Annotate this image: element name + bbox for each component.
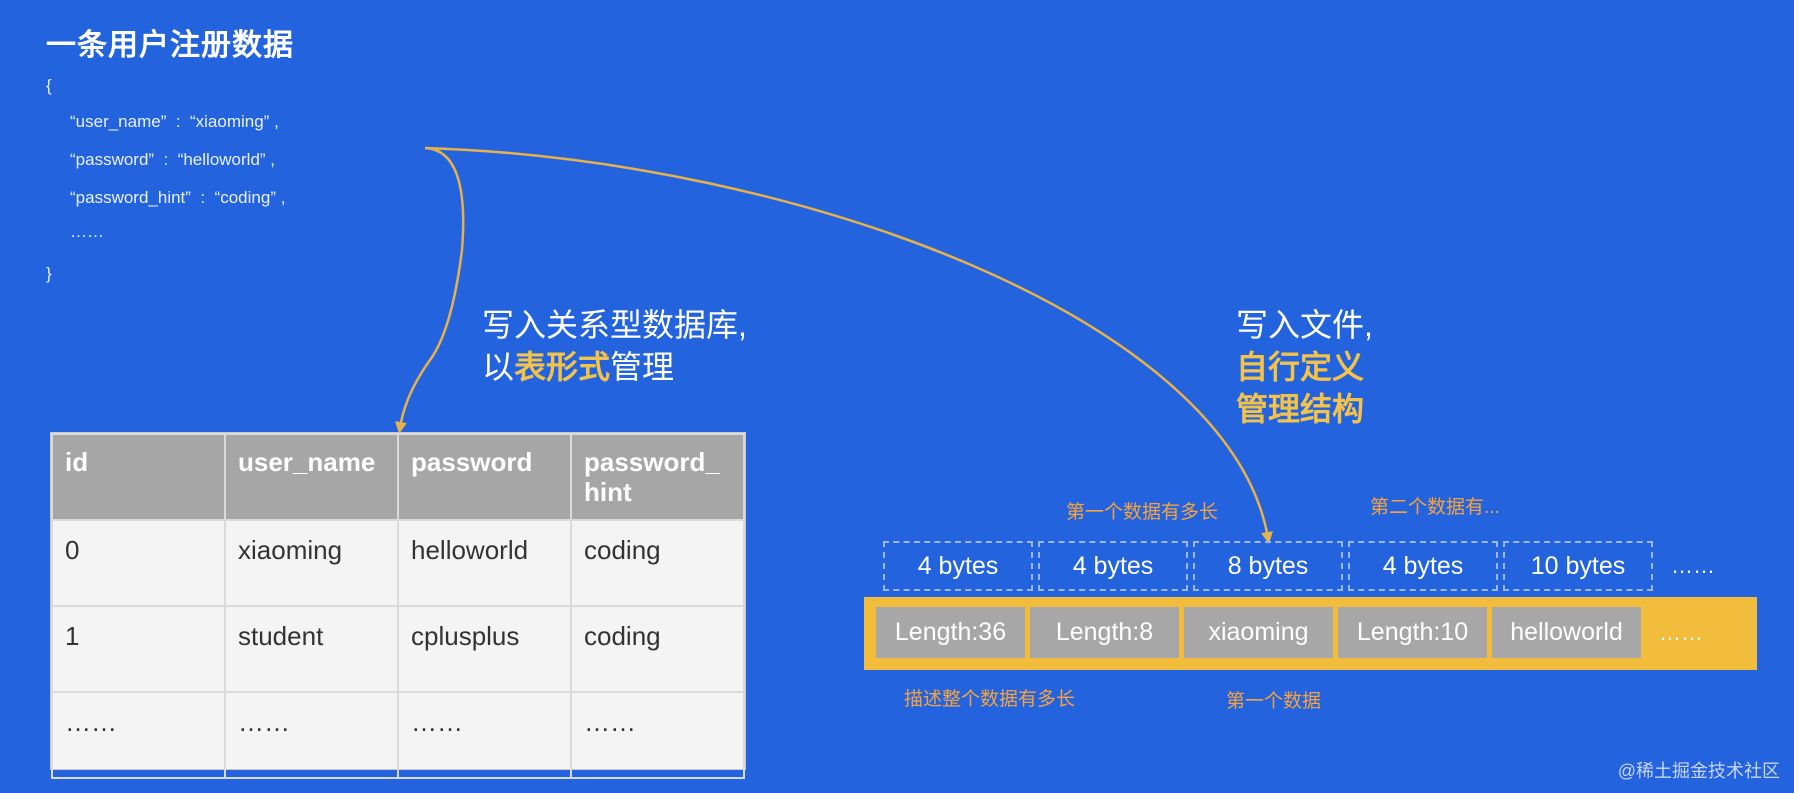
code-open-brace: { [46,76,52,95]
cell-user-name: student [224,605,399,693]
table-row: 0 xiaoming helloworld coding [51,519,745,607]
cell-user-name: xiaoming [224,519,399,607]
byte-size-cell: 4 bytes [1038,541,1188,591]
code-line-user-name: “user_name” : “xiaoming” , [70,112,279,131]
byte-size-cell: 8 bytes [1193,541,1343,591]
caption-relational-pre: 以 [482,349,515,385]
arrow-to-table [394,146,465,434]
header-password: password [397,433,572,521]
code-line-password: “password” : “helloworld” , [70,150,276,169]
cell-password: …… [397,691,572,779]
caption-relational-db: 写入关系型数据库, 以表形式管理 [482,304,747,388]
table-row: …… …… …… …… [51,691,745,779]
watermark: @稀土掘金技术社区 [1617,761,1780,781]
cell-id: 0 [51,519,226,607]
caption-relational-highlight: 表形式 [514,349,611,385]
caption-relational-post: 管理 [610,349,675,385]
cell-password-hint: coding [570,519,745,607]
data-cell: helloworld [1492,607,1641,658]
user-table-grid: id user_name password password_ hint 0 x… [51,433,745,779]
data-cell: Length:8 [1030,607,1179,658]
byte-size-cell: 4 bytes [883,541,1033,591]
code-line-ellipsis: …… [70,222,104,241]
header-user-name: user_name [224,433,399,521]
data-cell: xiaoming [1184,607,1333,658]
annotation-first-data: 第一个数据 [1226,691,1322,712]
cell-password-hint: …… [570,691,745,779]
annotation-total-length: 描述整个数据有多长 [904,689,1076,710]
cell-password: cplusplus [397,605,572,693]
annotation-first-length: 第一个数据有多长 [1066,502,1219,523]
caption-file: 写入文件, 自行定义 管理结构 [1236,304,1373,430]
header-password-hint: password_ hint [570,433,745,521]
cell-id: 1 [51,605,226,693]
table-row: 1 student cplusplus coding [51,605,745,693]
caption-file-line3: 管理结构 [1236,391,1365,427]
byte-size-cell: 4 bytes [1348,541,1498,591]
page-title: 一条用户注册数据 [46,29,294,62]
caption-file-line1: 写入文件, [1236,307,1373,343]
code-close-brace: } [46,264,52,283]
user-table: id user_name password password_ hint 0 x… [50,432,746,779]
code-line-password-hint: “password_hint” : “coding” , [70,188,286,207]
cell-password: helloworld [397,519,572,607]
byte-size-cell: 10 bytes [1503,541,1653,591]
data-cell: Length:36 [876,607,1025,658]
header-id: id [51,433,226,521]
byte-size-ellipsis: …… [1671,553,1715,578]
data-cell: Length:10 [1338,607,1487,658]
cell-id: …… [51,691,226,779]
caption-relational-line1: 写入关系型数据库, [482,307,747,343]
caption-file-line2: 自行定义 [1236,349,1365,385]
table-header-row: id user_name password password_ hint [51,433,745,521]
byte-sizes-row: 4 bytes 4 bytes 8 bytes 4 bytes 10 bytes… [883,541,1728,591]
data-ellipsis: …… [1659,619,1703,645]
annotation-second-length: 第二个数据有... [1370,497,1500,518]
caption-relational-line2: 以表形式管理 [482,346,747,388]
file-data-strip: Length:36 Length:8 xiaoming Length:10 he… [864,597,1757,670]
cell-user-name: …… [224,691,399,779]
cell-password-hint: coding [570,605,745,693]
